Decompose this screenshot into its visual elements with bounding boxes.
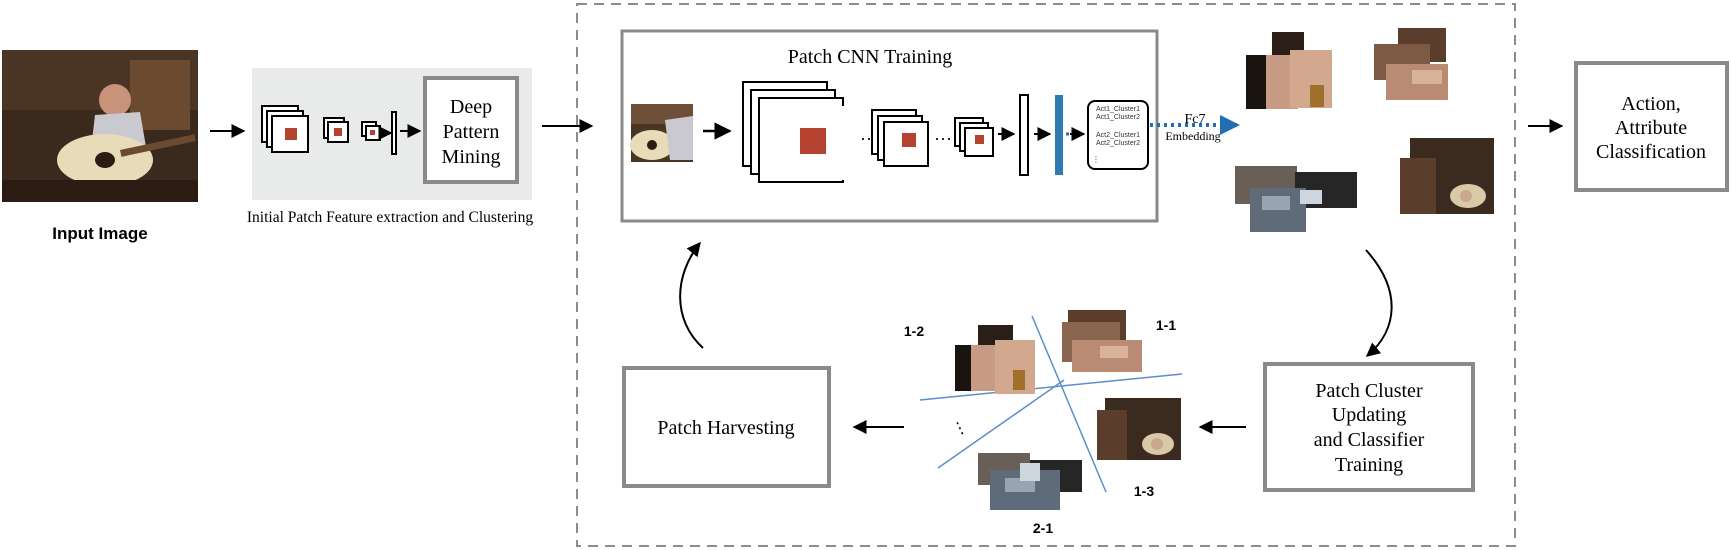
classification-line3: Classification — [1596, 141, 1706, 163]
cnn-conv-stack-medium — [871, 109, 929, 167]
patch-harvesting-label: Patch Harvesting — [657, 417, 794, 439]
cnn-cluster-line-2: Act1_Cluster2 — [1096, 114, 1140, 121]
initial-fc-bar — [391, 111, 397, 155]
cluster-updating-box — [1263, 362, 1475, 492]
cluster-1-2-patches — [955, 325, 1035, 394]
classification-line2: Attribute — [1615, 117, 1687, 139]
cnn-cluster-ellipsis: ⋮ — [1092, 155, 1100, 164]
iterative-loop-frame — [576, 3, 1516, 547]
cluster-label-2-1: 2-1 — [1033, 520, 1053, 536]
initial-conv-stack-1 — [261, 105, 309, 153]
cluster-1-1-patches — [1062, 310, 1142, 372]
deep-pattern-mining-line3: Mining — [442, 146, 501, 168]
initial-caption: Initial Patch Feature extraction and Clu… — [247, 209, 533, 226]
deep-pattern-mining-line2: Pattern — [443, 121, 500, 143]
cnn-input-patch — [630, 104, 693, 162]
cluster-2-1-patches — [978, 453, 1082, 510]
cnn-fc6-bar — [1019, 94, 1029, 176]
embedding-label: Embedding — [1165, 129, 1220, 143]
initial-conv-stack-3 — [361, 121, 381, 141]
initial-conv-stack-2 — [323, 117, 349, 143]
patch-harvesting-box — [622, 366, 831, 488]
classification-line1: Action, — [1621, 93, 1680, 115]
cnn-conv-stack-small — [954, 117, 994, 157]
cluster-updating-line4: Training — [1335, 454, 1403, 476]
patch-group-guitar-body — [1400, 138, 1494, 214]
curved-arrow-to-cnn-training — [679, 241, 704, 349]
cluster-label-1-2: 1-2 — [904, 323, 924, 339]
cnn-fc7-bar — [1055, 95, 1063, 175]
deep-pattern-mining-box — [423, 76, 519, 184]
input-image — [2, 50, 198, 202]
cluster-label-1-1: 1-1 — [1156, 317, 1176, 333]
cluster-label-1-3: 1-3 — [1134, 483, 1154, 499]
cluster-updating-line1: Patch Cluster — [1315, 380, 1423, 402]
curved-arrow-to-updating — [1365, 249, 1393, 357]
cnn-cluster-line-1: Act1_Cluster1 — [1096, 106, 1140, 113]
classification-box — [1574, 61, 1729, 192]
cnn-cluster-line-4: Act2_Cluster2 — [1096, 140, 1140, 147]
cluster-1-3-patches — [1097, 398, 1181, 460]
cnn-cluster-line-3: Act2_Cluster1 — [1096, 132, 1140, 139]
cnn-conv-stack-large — [742, 81, 851, 183]
patch-cnn-training-title: Patch CNN Training — [788, 46, 952, 68]
fc7-label: Fc7 — [1185, 112, 1206, 127]
cluster-updating-line3: and Classifier — [1314, 429, 1425, 451]
deep-pattern-mining-line1: Deep — [450, 96, 492, 118]
cnn-cluster-output-box — [1087, 100, 1149, 170]
cluster-divider-lines — [919, 315, 1183, 493]
patch-group-faces — [1246, 32, 1332, 109]
patch-group-guitar-hands — [1374, 28, 1448, 100]
cluster-ellipsis: ⋮ — [949, 418, 971, 440]
cluster-updating-line2: Updating — [1332, 404, 1406, 426]
patch-group-keyboard — [1235, 166, 1357, 232]
input-image-label: Input Image — [52, 224, 147, 243]
